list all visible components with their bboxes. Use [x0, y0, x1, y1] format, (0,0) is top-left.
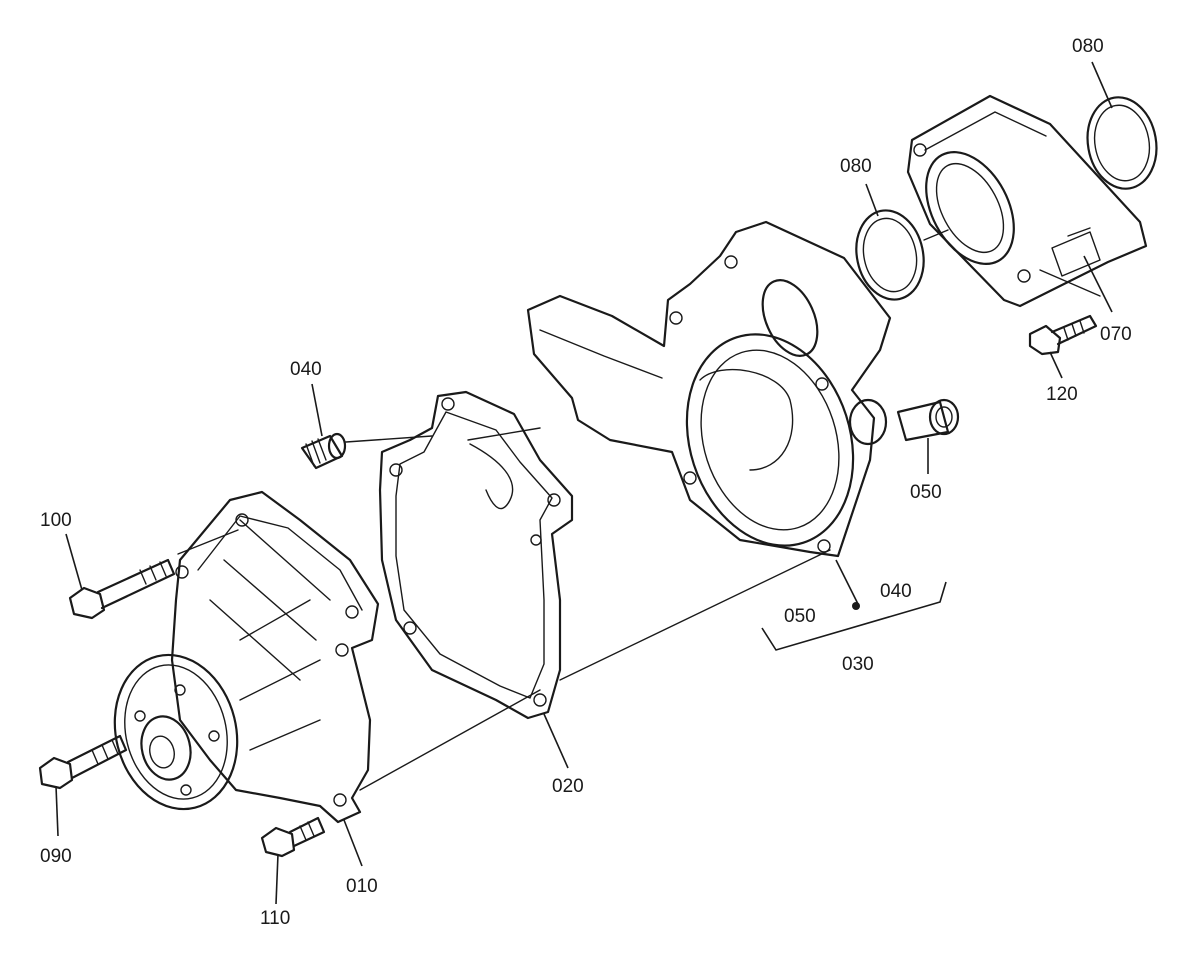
part-100-bolt [68, 558, 176, 620]
kit-bullet [852, 602, 860, 610]
label-070: 070 [1100, 324, 1132, 345]
label-080-top: 080 [1072, 36, 1104, 57]
label-100: 100 [40, 510, 72, 531]
part-090-bolt [38, 734, 128, 790]
part-020-gasket [378, 390, 574, 720]
part-010-pump-housing [113, 490, 380, 824]
label-030: 030 [842, 654, 874, 675]
part-050-bushing [896, 398, 960, 442]
label-080-middle: 080 [840, 156, 872, 177]
label-050-right: 050 [910, 482, 942, 503]
part-080-oring-middle [855, 209, 925, 301]
part-110-bolt [260, 816, 326, 858]
label-010: 010 [346, 876, 378, 897]
part-030-pump-body [526, 220, 892, 558]
label-040-plug: 040 [290, 359, 322, 380]
label-020: 020 [552, 776, 584, 797]
part-120-bolt [1028, 314, 1098, 356]
label-040-kit: 040 [880, 581, 912, 602]
label-090: 090 [40, 846, 72, 867]
part-040-plug [300, 432, 347, 470]
leader-lines [55, 61, 1113, 905]
label-110: 110 [260, 908, 290, 929]
label-120: 120 [1046, 384, 1078, 405]
part-080-oring-top [1086, 96, 1158, 190]
assembly-centerlines [177, 227, 1091, 791]
part-070-outlet-housing [906, 94, 1148, 308]
callout-labels: 080 080 070 120 050 040 040 050 030 020 … [40, 36, 1132, 929]
label-050-kit: 050 [784, 606, 816, 627]
